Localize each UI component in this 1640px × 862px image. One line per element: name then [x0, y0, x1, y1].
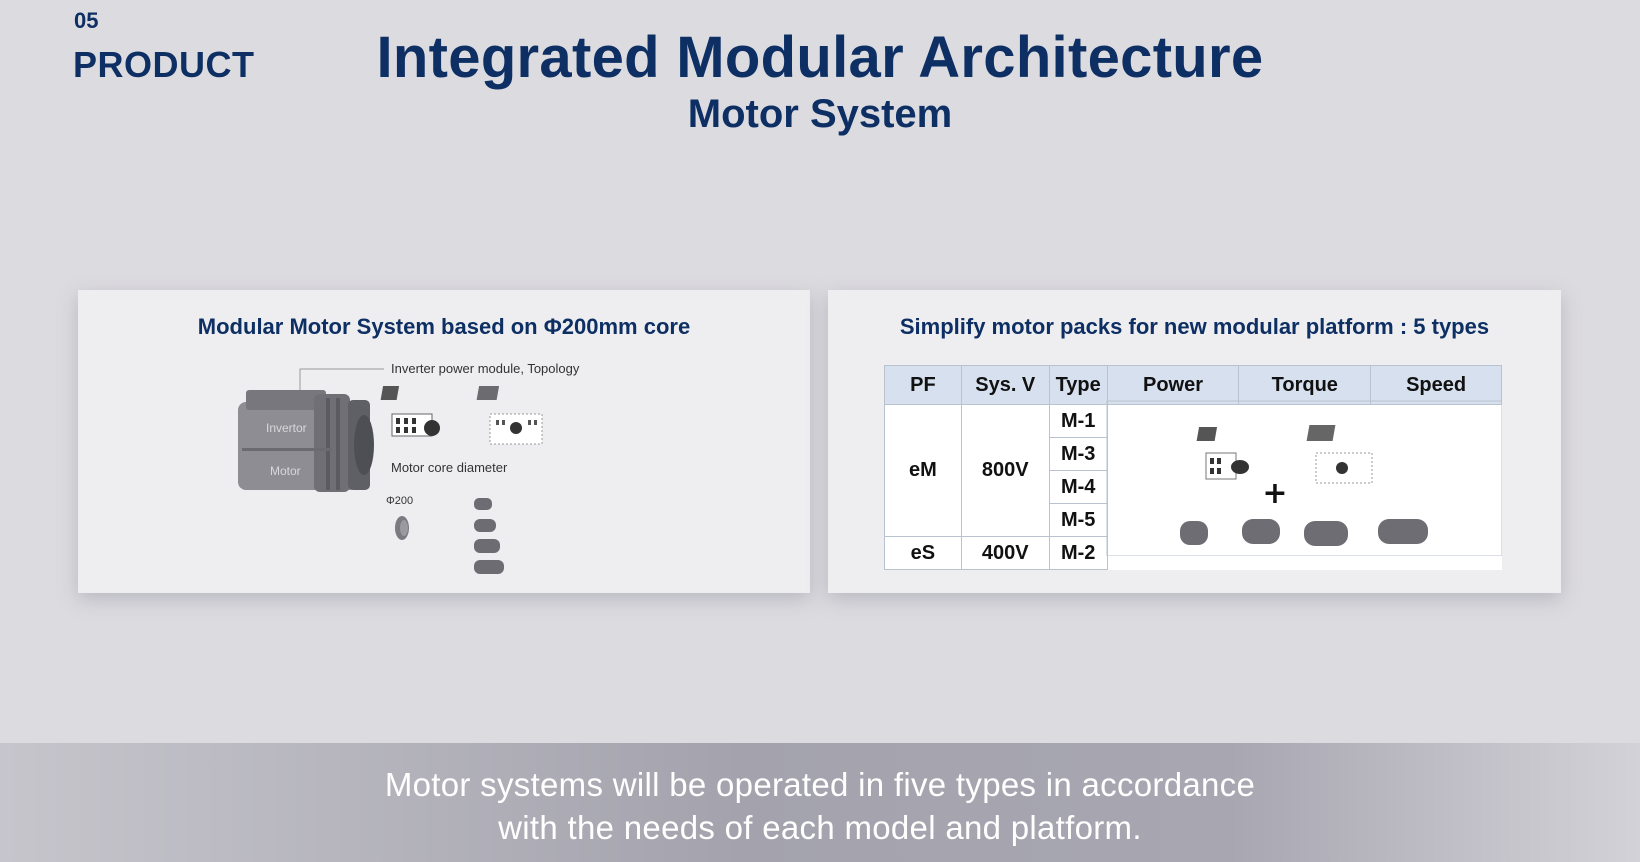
type-m1: M-1: [1048, 404, 1108, 438]
motor-label: Motor: [270, 464, 301, 478]
pf-em: eM: [884, 404, 962, 537]
motor-illustration: [238, 390, 374, 492]
header-pf: PF: [884, 365, 962, 405]
invertor-label: Invertor: [266, 421, 307, 435]
section-name: PRODUCT: [73, 44, 255, 85]
table-header-row: PF Sys. V Type Power Torque Speed: [884, 365, 1502, 405]
header-speed: Speed: [1370, 365, 1502, 405]
caption-line-2: with the needs of each model and platfor…: [498, 809, 1142, 846]
page-title: Integrated Modular Architecture: [376, 25, 1264, 90]
caption-line-1: Motor systems will be operated in five t…: [384, 766, 1256, 803]
inverter-module-b: [476, 386, 543, 445]
table-row: M-5: [885, 503, 1502, 537]
left-card-title: Modular Motor System based on Φ200mm cor…: [197, 314, 691, 339]
motor-core-label: Motor core diameter: [391, 460, 508, 475]
table-row: eM 800V M-1: [884, 404, 1502, 537]
pf-es: eS: [884, 536, 962, 570]
inverter-module-a: [380, 386, 440, 437]
type-m2: M-2: [1048, 536, 1108, 570]
motor-diagram: [238, 368, 543, 574]
type-m4: M-4: [1048, 470, 1108, 504]
header-sysv: Sys. V: [960, 365, 1050, 405]
type-m3: M-3: [1048, 437, 1108, 471]
caption-band: [0, 743, 1640, 862]
core-single: [395, 516, 409, 540]
section-number: 05: [74, 8, 99, 33]
motor-packs-card: Simplify motor packs for new modular pla…: [828, 290, 1561, 593]
header-torque: Torque: [1238, 365, 1372, 405]
phi-label: Φ200: [386, 495, 414, 507]
sysv-400: 400V: [960, 536, 1050, 570]
inverter-power-label: Inverter power module, Topology: [391, 361, 580, 376]
pack-illustration-cell: [1107, 405, 1501, 570]
sysv-800: 800V: [960, 404, 1050, 537]
type-m5: M-5: [1048, 503, 1108, 537]
page-subtitle: Motor System: [687, 92, 953, 136]
header-type: Type: [1048, 365, 1108, 405]
modular-motor-card: Modular Motor System based on Φ200mm cor…: [78, 290, 810, 593]
motor-pack-table: PF Sys. V Type Power Torque Speed eM 800…: [884, 365, 1502, 570]
header-power: Power: [1106, 365, 1240, 405]
core-stack: [474, 498, 504, 574]
right-card-title: Simplify motor packs for new modular pla…: [899, 314, 1490, 339]
table-row: eS 400V M-2: [884, 536, 1502, 570]
